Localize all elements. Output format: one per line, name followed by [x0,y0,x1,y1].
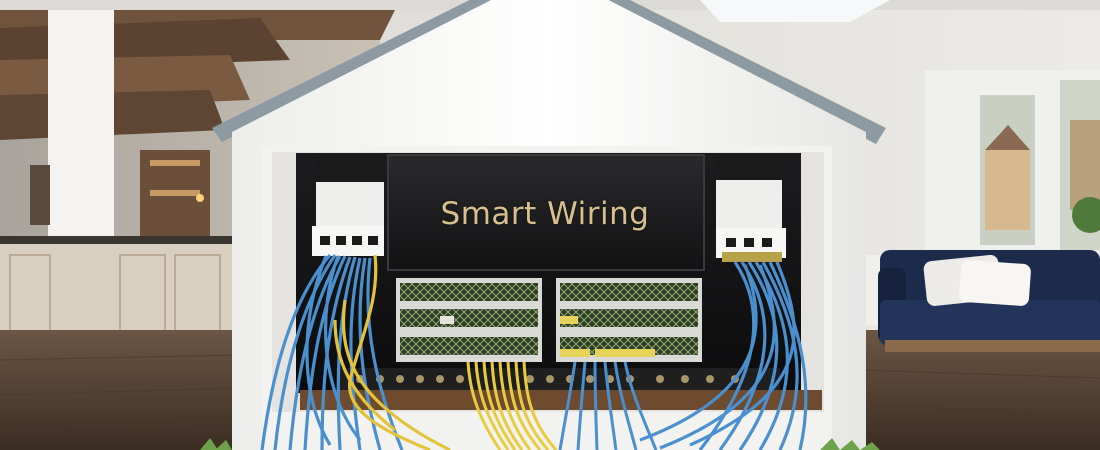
yellow-cable-bundle-center [466,361,558,450]
sign-title: Smart Wiring [440,196,650,232]
left-switch-module [312,158,384,256]
blue-cable-bundle-right [639,261,808,450]
sign-board [387,154,705,271]
yellow-cable-bundle-left [333,254,451,450]
blue-cable-bundle-left [260,253,404,450]
blue-cable-bundle-center [558,361,658,450]
patch-panels [396,278,702,362]
grass [200,438,880,450]
terminal-strip [340,368,780,390]
right-switch-module [716,158,786,262]
sofa [878,250,1100,352]
